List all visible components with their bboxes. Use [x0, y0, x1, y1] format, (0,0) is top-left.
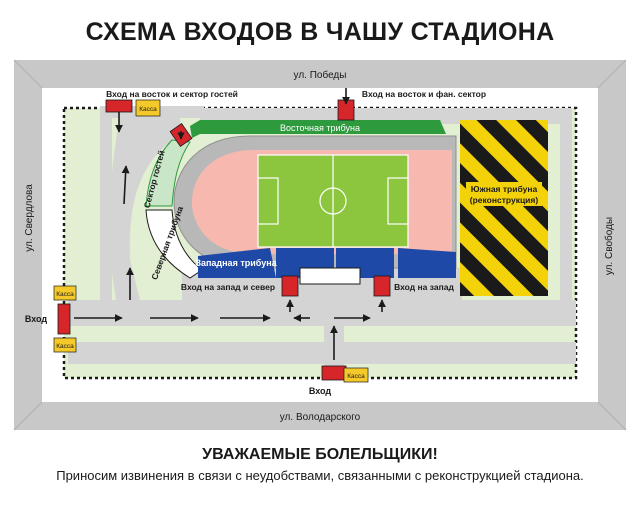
paths — [68, 106, 576, 378]
ticket-offices: Касса Касса Касса Касса — [53, 99, 369, 383]
streets — [13, 59, 627, 431]
gate-west — [373, 275, 391, 297]
south-stand — [460, 120, 548, 296]
entrance-label-guest: Вход на восток и сектор гостей — [106, 89, 238, 99]
ticket-office-west-2 — [53, 337, 77, 353]
entrance-label-main-west: Вход — [25, 314, 48, 324]
ticket-office-west-1 — [53, 285, 77, 301]
street-south-label: ул. Володарского — [280, 412, 361, 423]
street-south — [14, 402, 626, 430]
svg-text:Касса: Касса — [139, 106, 157, 113]
svg-text:Касса: Касса — [56, 343, 74, 350]
ticket-office-north — [135, 99, 161, 117]
entrance-label-west-north: Вход на запад и север — [181, 282, 275, 292]
street-west-label: ул. Свердлова — [24, 184, 35, 252]
notice-body: Приносим извинения в связи с неудобствам… — [56, 468, 584, 483]
page-title: СХЕМА ВХОДОВ В ЧАШУ СТАДИОНА — [85, 18, 555, 46]
east-stand — [190, 120, 446, 138]
svg-text:Касса: Касса — [56, 291, 74, 298]
gate-main-south — [321, 365, 347, 381]
ticket-office-south — [343, 367, 369, 383]
north-stand — [145, 209, 203, 279]
street-north — [14, 60, 626, 88]
notice-title: УВАЖАЕМЫЕ БОЛЕЛЬЩИКИ! — [202, 446, 438, 463]
football-pitch — [257, 154, 409, 248]
street-west — [14, 60, 42, 430]
gate-main-west — [57, 303, 71, 335]
guest-sector — [145, 139, 191, 207]
gate-west-north — [281, 275, 299, 297]
entrance-label-main-south: Вход — [309, 386, 332, 396]
svg-text:Касса: Касса — [347, 373, 365, 380]
route-arrows — [74, 88, 386, 360]
entrance-label-west: Вход на запад — [394, 282, 454, 292]
stadium-bowl — [173, 135, 457, 269]
street-north-label: ул. Победы — [294, 69, 347, 81]
gates — [57, 99, 391, 381]
south-stand-label: Южная трибуна — [471, 184, 538, 194]
entrance-label-fan: Вход на восток и фан. сектор — [362, 89, 486, 99]
street-east — [598, 60, 626, 430]
west-stand-label: Западная трибуна — [195, 258, 277, 268]
east-stand-label: Восточная трибуна — [280, 123, 360, 133]
south-stand-note: (реконструкция) — [470, 195, 539, 205]
west-stand — [198, 248, 456, 285]
gate-guest-east — [105, 99, 133, 113]
street-east-label: ул. Свободы — [603, 217, 615, 275]
